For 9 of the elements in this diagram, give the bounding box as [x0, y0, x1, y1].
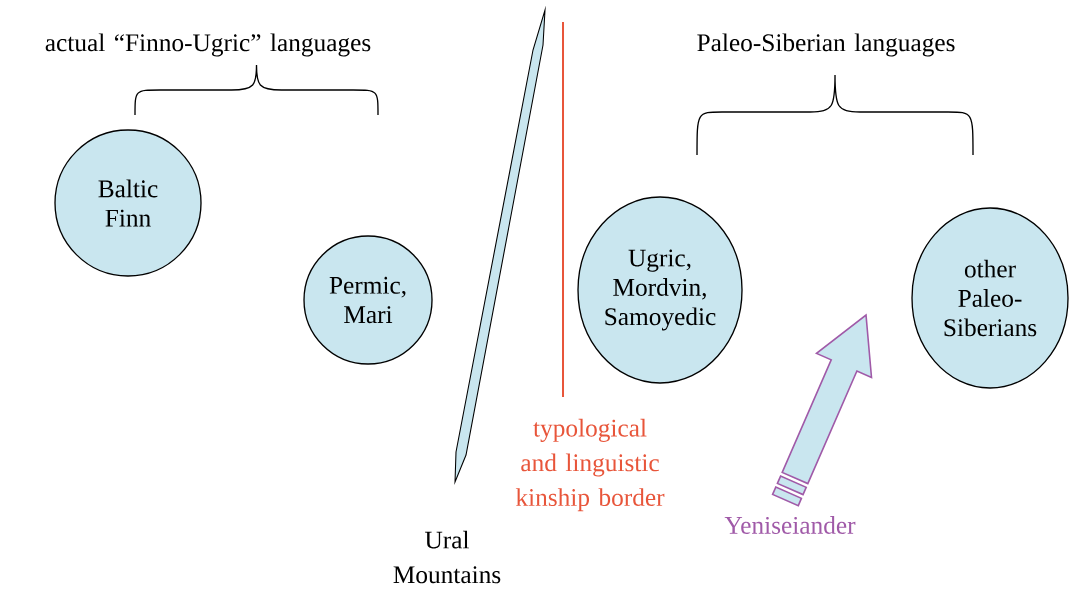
- circle-node: Permic, Mari: [303, 235, 433, 365]
- circle-node: Baltic Finn: [54, 129, 202, 277]
- text-label: actual “Finno-Ugric” languages: [45, 33, 371, 57]
- text-label: Yeniseiander: [724, 516, 856, 534]
- text-label: Paleo-Siberian languages: [697, 33, 955, 57]
- text-label: typological and linguistic kinship border: [515, 418, 665, 512]
- circle-node: Ugric, Mordvin, Samoyedic: [577, 196, 743, 384]
- text-label: Ural Mountains: [393, 530, 501, 584]
- circle-node: other Paleo-Siberians: [911, 207, 1069, 389]
